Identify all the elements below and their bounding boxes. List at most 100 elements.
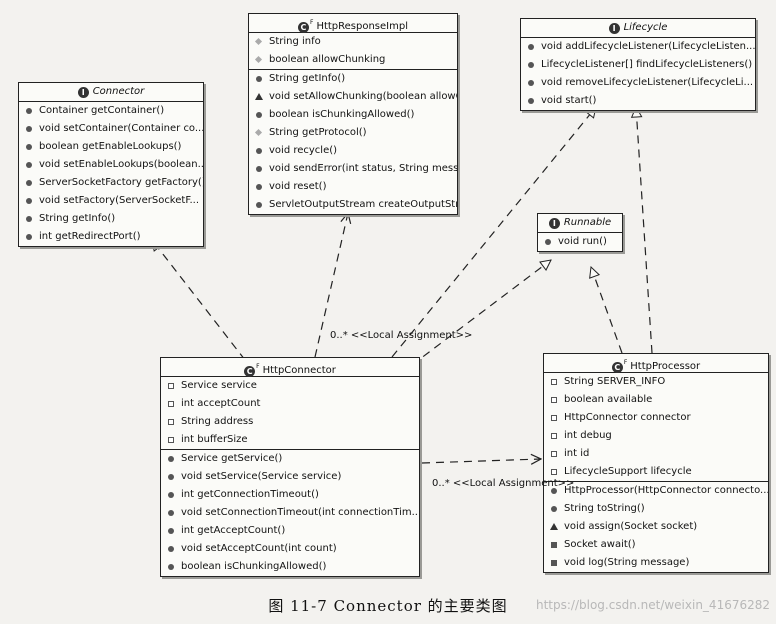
method-row: int getRedirectPort() [19, 228, 203, 246]
field-icon [168, 419, 174, 425]
method-icon [545, 239, 551, 245]
methods-section: Service getService() void setService(Ser… [161, 450, 419, 576]
method-row: ServerSocketFactory getFactory() [19, 174, 203, 192]
method-icon [168, 546, 174, 552]
final-marker-icon: F [623, 359, 628, 366]
method-icon [256, 76, 262, 82]
method-row: void log(String message) [544, 554, 768, 572]
method-row: int getConnectionTimeout() [161, 486, 419, 504]
method-icon [256, 184, 262, 190]
methods-section: void run() [538, 233, 622, 251]
method-icon [528, 80, 534, 86]
method-icon [254, 128, 263, 137]
method-row: void setEnableLookups(boolean... [19, 156, 203, 174]
method-icon [528, 98, 534, 104]
method-icon [168, 510, 174, 516]
method-row: boolean isChunkingAllowed() [161, 558, 419, 576]
method-row: void reset() [249, 178, 457, 196]
field-row: LifecycleSupport lifecycle [544, 463, 768, 481]
method-icon [26, 162, 32, 168]
interface-icon: I [77, 87, 89, 98]
method-row: String getInfo() [249, 70, 457, 88]
method-icon [26, 144, 32, 150]
interface-name: Lifecycle [623, 22, 668, 33]
method-row: void setContainer(Container co... [19, 120, 203, 138]
field-row: String SERVER_INFO [544, 373, 768, 391]
realize-connector-line [152, 240, 246, 361]
method-icon [168, 492, 174, 498]
fields-section: Service service int acceptCount String a… [161, 377, 419, 450]
class-name: HttpConnector [262, 365, 336, 376]
final-marker-icon: F [256, 363, 260, 370]
field-icon [551, 451, 557, 457]
method-icon [26, 126, 32, 132]
field-icon [551, 415, 557, 421]
method-icon [168, 474, 174, 480]
realize-runnable-from-processor-line [591, 267, 623, 354]
field-icon [551, 469, 557, 475]
method-icon [256, 148, 262, 154]
field-icon [168, 437, 174, 443]
methods-section: String getInfo() void setAllowChunking(b… [249, 70, 457, 214]
field-row: HttpConnector connector [544, 409, 768, 427]
realize-lifecycle-from-connector-line [391, 107, 596, 358]
method-row: void setFactory(ServerSocketF... [19, 192, 203, 210]
field-row: boolean allowChunking [249, 51, 457, 69]
method-row: Container getContainer() [19, 102, 203, 120]
interface-name: Connector [92, 86, 145, 97]
method-row: LifecycleListener[] findLifecycleListene… [521, 56, 755, 74]
method-row: int getAcceptCount() [161, 522, 419, 540]
assoc-label-mid: 0..* <<Local Assignment>> [432, 478, 575, 489]
field-icon [168, 383, 174, 389]
method-icon [255, 93, 263, 100]
method-row: void start() [521, 92, 755, 110]
method-row: void assign(Socket socket) [544, 518, 768, 536]
field-icon [254, 37, 263, 46]
method-icon [26, 234, 32, 240]
method-icon [256, 202, 262, 208]
realize-lifecycle-from-processor-line [636, 107, 653, 354]
method-row: String getProtocol() [249, 124, 457, 142]
method-row: void run() [538, 233, 622, 251]
assoc-label-top: 0..* <<Local Assignment>> [330, 330, 473, 341]
method-row: Socket await() [544, 536, 768, 554]
class-icon: C [244, 366, 256, 377]
class-name: HttpResponseImpl [316, 21, 408, 32]
method-icon [26, 180, 32, 186]
field-row: Service service [161, 377, 419, 395]
class-name: HttpProcessor [630, 361, 701, 372]
method-row: void setAcceptCount(int count) [161, 540, 419, 558]
method-icon [26, 108, 32, 114]
method-row: boolean getEnableLookups() [19, 138, 203, 156]
interface-icon: I [548, 218, 560, 229]
fields-section: String SERVER_INFO boolean available Htt… [544, 373, 768, 482]
method-row: String getInfo() [19, 210, 203, 228]
method-icon [528, 44, 534, 50]
final-marker-icon: F [309, 19, 314, 26]
method-row: void addLifecycleListener(LifecycleListe… [521, 38, 755, 56]
watermark: https://blog.csdn.net/weixin_41676282 [536, 598, 771, 612]
method-row: void sendError(int status, String messag… [249, 160, 457, 178]
methods-section: Container getContainer() void setContain… [19, 102, 203, 246]
interface-name: Runnable [563, 217, 612, 228]
method-row: void recycle() [249, 142, 457, 160]
method-row: HttpProcessor(HttpConnector connecto... [544, 482, 768, 500]
field-row: int debug [544, 427, 768, 445]
method-icon [168, 528, 174, 534]
method-icon [528, 62, 534, 68]
methods-section: HttpProcessor(HttpConnector connecto... … [544, 482, 768, 572]
field-row: int bufferSize [161, 431, 419, 449]
interface-icon: I [608, 23, 620, 34]
methods-section: void addLifecycleListener(LifecycleListe… [521, 38, 755, 110]
method-row: void setService(Service service) [161, 468, 419, 486]
